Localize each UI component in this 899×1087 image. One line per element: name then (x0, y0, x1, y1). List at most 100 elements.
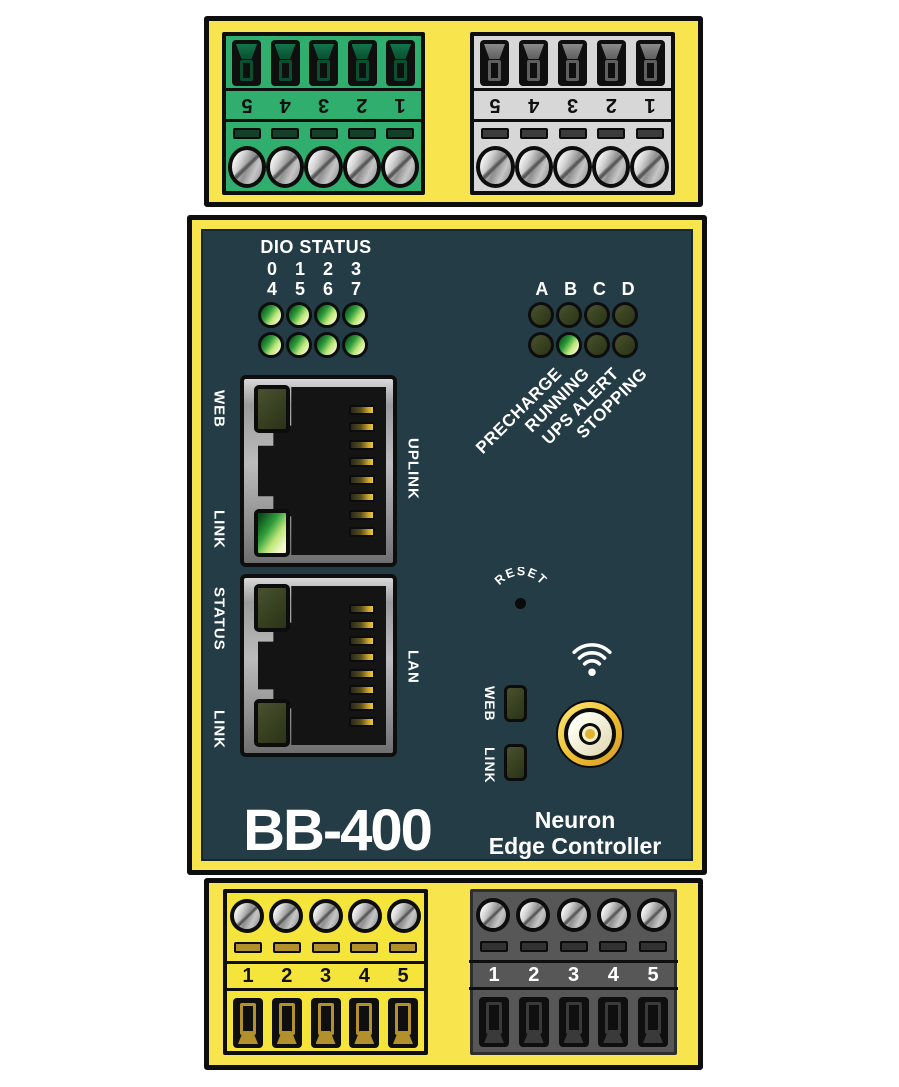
top-terminal-section: 1 2 3 4 5 1 2 3 4 5 (204, 16, 703, 207)
pin-number: 3 (567, 964, 580, 986)
wifi-web-led-label: WEB (482, 686, 498, 722)
rj45-pin (349, 652, 375, 663)
pin-number: 4 (607, 964, 619, 986)
wifi-link-led (504, 744, 527, 781)
test-slot (386, 128, 414, 139)
terminal-screw (380, 146, 420, 188)
terminal-screw (476, 146, 515, 188)
antenna-center-pin (585, 729, 595, 739)
terminal-screw (476, 898, 510, 932)
dio-led-3 (342, 302, 368, 328)
wifi-web-led (504, 685, 527, 722)
uplink-web-led-label: WEB (210, 390, 228, 428)
test-slot (599, 941, 628, 952)
wire-socket (310, 998, 341, 1048)
ups-led-a1 (528, 302, 554, 328)
rj45-pin (349, 457, 375, 468)
terminal-screw (514, 146, 554, 188)
terminal-screw (228, 146, 267, 188)
antenna-ring (579, 723, 601, 745)
dio-led-0 (258, 302, 284, 328)
pin-number-row: 1 2 3 4 5 (223, 961, 428, 991)
test-slot (480, 941, 508, 952)
svg-text:RESET: RESET (492, 567, 550, 588)
lan-status-led-label: STATUS (210, 587, 228, 651)
dio-led-grid (258, 302, 368, 358)
ups-channel-label: D (621, 279, 635, 299)
test-slot (311, 942, 340, 953)
test-slot (597, 128, 626, 139)
bottom-terminal-section: 1 2 3 4 5 1 2 3 4 5 (204, 878, 703, 1070)
ups-channel-label: A (535, 279, 549, 299)
rj45-pins (349, 604, 375, 727)
ups-channel-label: C (592, 279, 606, 299)
pin-number-row: 1 2 3 4 5 (469, 960, 678, 990)
test-slot-row (227, 941, 424, 954)
lan-ethernet-port (240, 574, 397, 757)
pin-number: 3 (317, 94, 330, 116)
rj45-pin (349, 439, 375, 450)
uplink-web-led (254, 385, 290, 433)
dio-numbers-row1: 0 1 2 3 (258, 259, 370, 280)
pin-number: 4 (358, 965, 370, 987)
terminal-screw (266, 146, 305, 188)
rj45-pin (349, 700, 375, 711)
dio-number: 2 (322, 259, 333, 279)
terminal-screw (347, 899, 382, 933)
test-slot (233, 128, 261, 139)
test-slot (309, 128, 338, 139)
antenna-ring (568, 712, 612, 756)
rj45-pin (349, 509, 375, 520)
model-name: BB-400 (243, 798, 433, 863)
wifi-link-led-label: LINK (482, 746, 498, 784)
front-panel-face: DIO STATUS 0 1 2 3 4 5 6 7 (201, 229, 695, 863)
dio-number: 5 (294, 279, 305, 299)
pin-number-row: 1 2 3 4 5 (222, 88, 425, 122)
test-slot (636, 128, 664, 139)
wire-socket (558, 997, 589, 1047)
test-slot (639, 941, 667, 952)
reset-label-arc: RESET (492, 567, 550, 588)
wire-socket (232, 40, 261, 86)
dio-led-5 (286, 332, 312, 358)
pin-number: 2 (356, 94, 368, 116)
pin-number: 2 (281, 965, 293, 987)
rj45-pin (349, 526, 375, 537)
dio-number: 6 (322, 279, 333, 299)
test-slot (519, 128, 548, 139)
product-name: Neuron Edge Controller (455, 807, 695, 860)
wifi-icon (572, 643, 612, 677)
test-slot (350, 942, 379, 953)
dio-led-7 (342, 332, 368, 358)
screw-row (227, 897, 424, 935)
pin-number: 5 (647, 964, 659, 986)
ups-led-c2 (584, 332, 610, 358)
screw-row (226, 144, 421, 190)
rj45-pin (349, 716, 375, 727)
test-slot (234, 942, 262, 953)
product-name-line2: Edge Controller (488, 832, 662, 859)
wire-socket (558, 40, 587, 86)
test-slot (389, 942, 417, 953)
wire-socket (347, 40, 377, 86)
wire-socket-row (473, 997, 674, 1047)
pin-number: 2 (605, 94, 617, 116)
rj45-pin (349, 668, 375, 679)
test-slot (519, 941, 548, 952)
pin-number: 5 (489, 94, 501, 116)
terminal-block-top-gray: 1 2 3 4 5 (470, 32, 675, 195)
rj45-pin (349, 604, 375, 614)
lan-port-label: LAN (404, 650, 422, 684)
lan-link-led (254, 699, 290, 747)
terminal-screw (630, 146, 669, 188)
wire-socket (270, 40, 300, 86)
pin-number: 1 (394, 94, 406, 116)
test-slot (271, 128, 300, 139)
wire-socket-row (226, 40, 421, 86)
product-name-line1: Neuron (534, 807, 616, 833)
dio-led-6 (314, 332, 340, 358)
test-slot (347, 128, 376, 139)
antenna-connector (556, 700, 624, 768)
terminal-screw (342, 146, 381, 188)
